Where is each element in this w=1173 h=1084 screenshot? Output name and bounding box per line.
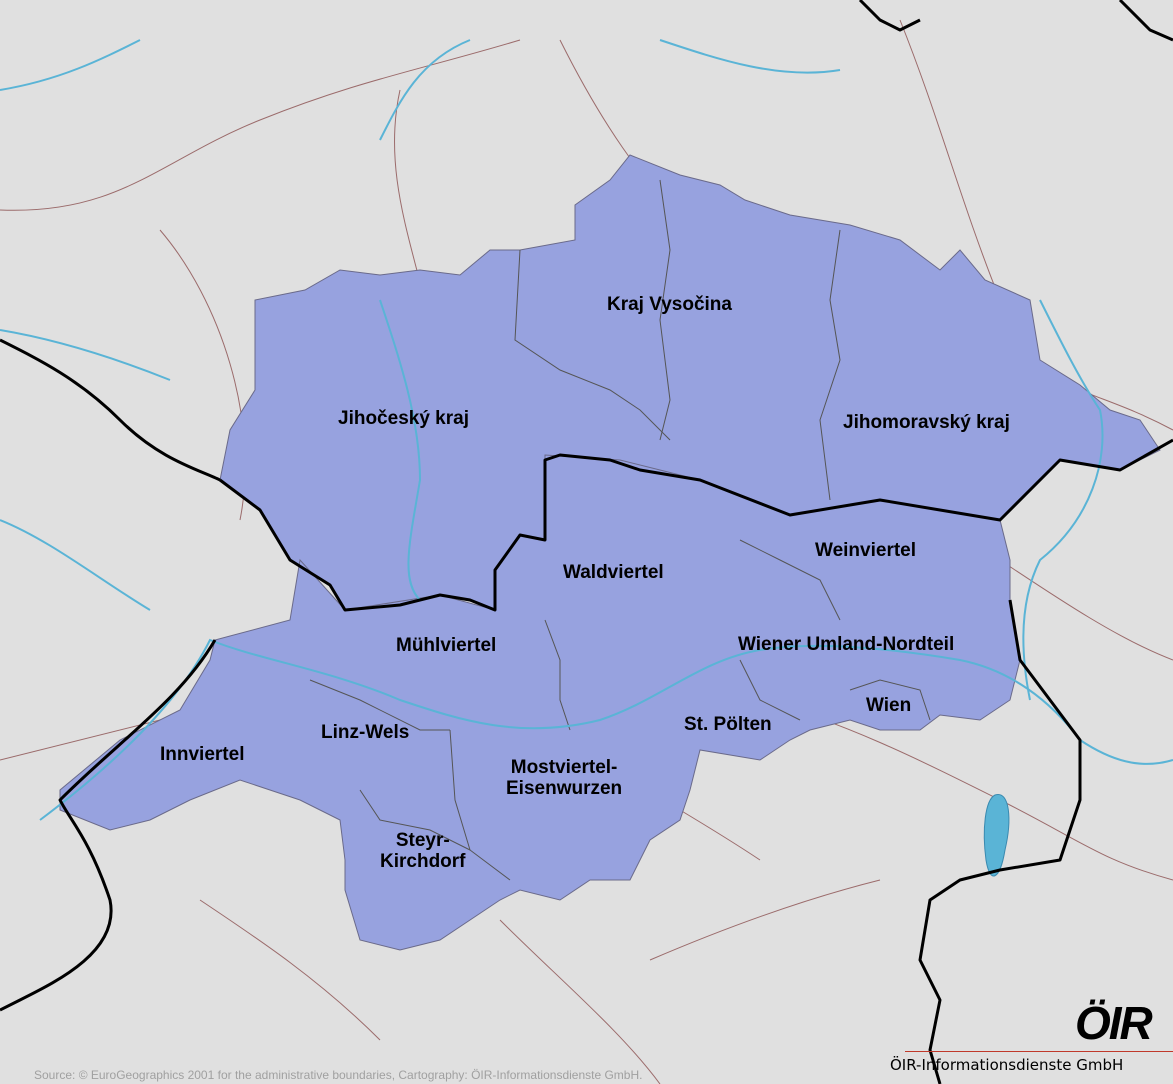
label-weinviertel: Weinviertel — [815, 540, 917, 561]
logo-divider — [905, 1051, 1173, 1052]
source-attribution: Source: © EuroGeographics 2001 for the a… — [34, 1068, 643, 1082]
label-wiener-umland-nordteil: Wiener Umland-Nordteil — [738, 634, 955, 655]
river-west — [0, 329, 171, 381]
district-borders — [309, 179, 931, 881]
label-innviertel: Innviertel — [160, 744, 245, 765]
river-vltava — [379, 299, 422, 601]
label-waldviertel: Waldviertel — [563, 562, 664, 583]
label-kraj-vysocina: Kraj Vysočina — [607, 294, 732, 315]
label-jihomoravsky-kraj: Jihomoravský kraj — [843, 412, 1010, 433]
road — [199, 899, 381, 1041]
river-top — [659, 39, 841, 74]
border-inn — [0, 639, 217, 1012]
label-jihocesky-kraj: Jihočeský kraj — [338, 408, 469, 429]
river-north — [379, 39, 471, 141]
label-steyr-kirchdorf: Steyr- Kirchdorf — [380, 830, 466, 872]
label-st-polten: St. Pölten — [684, 714, 772, 735]
road — [499, 919, 661, 1084]
road — [0, 39, 521, 211]
region-austria-area[interactable] — [59, 454, 1021, 951]
border-right — [1118, 0, 1173, 42]
logo-subtitle: ÖIR-Informationsdienste GmbH — [890, 1056, 1124, 1074]
road — [999, 559, 1173, 661]
label-linz-wels: Linz-Wels — [321, 722, 410, 743]
label-wien: Wien — [866, 695, 912, 716]
border-at-sk-hu — [918, 599, 1082, 1084]
border-cz-at — [219, 438, 1173, 612]
river-left — [0, 519, 151, 611]
border-top — [858, 0, 921, 32]
rivers-layer — [0, 39, 1173, 821]
regions-layer — [59, 154, 1161, 951]
oir-logo: ÖIR — [1075, 997, 1153, 1049]
river-nw — [0, 39, 141, 91]
river-morava — [1022, 299, 1104, 701]
river-danube — [39, 638, 1173, 821]
border-de-at — [0, 338, 221, 482]
lake-neusiedl — [983, 794, 1010, 877]
road — [649, 879, 881, 961]
label-mostviertel-eisenwurzen: Mostviertel- Eisenwurzen — [506, 757, 623, 799]
label-muhlviertel: Mühlviertel — [396, 635, 497, 656]
